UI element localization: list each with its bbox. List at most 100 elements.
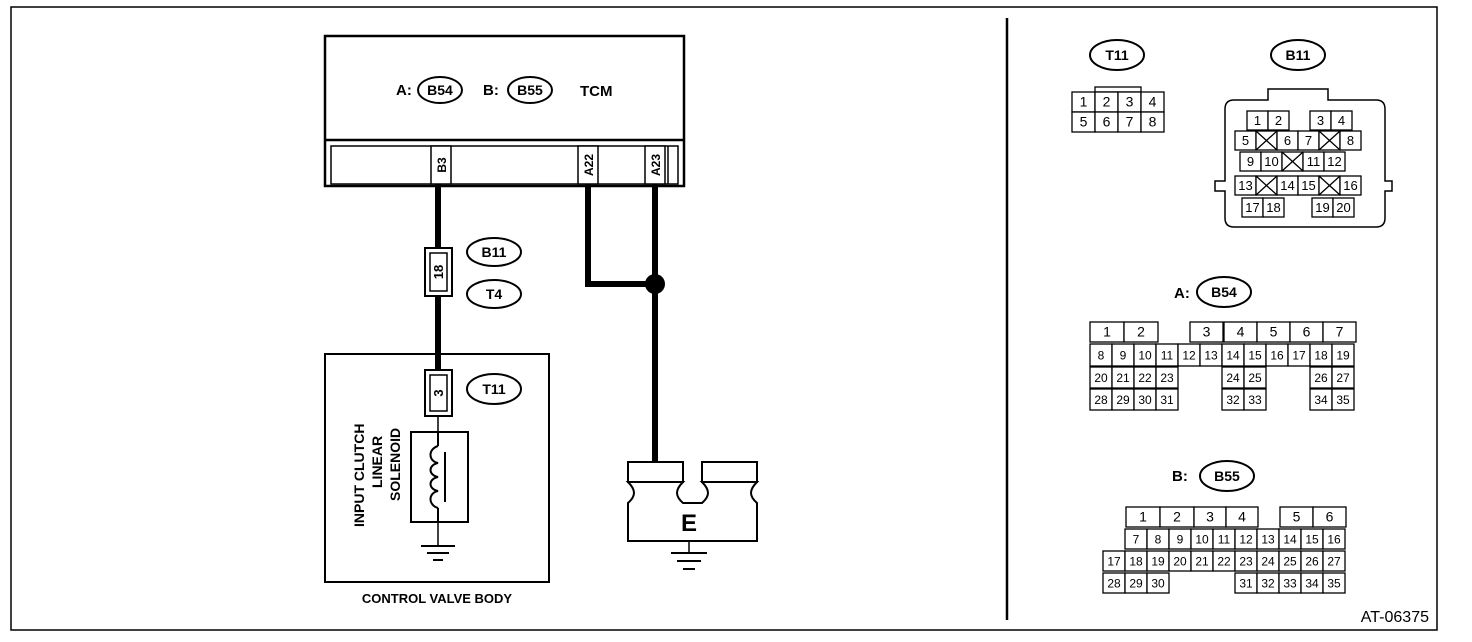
inline-connector-bottom: T4 [486, 286, 503, 302]
pin-number: 28 [1107, 577, 1121, 591]
pin-number: 1 [1080, 94, 1088, 110]
pin-label-a23: A23 [649, 154, 663, 176]
pin-number: 4 [1338, 113, 1345, 128]
pin-number: 26 [1314, 371, 1328, 385]
pin-cell [1189, 321, 1224, 343]
pin-cell [1332, 197, 1355, 218]
b11-title-oval [1270, 39, 1326, 71]
pin-number: 18 [1129, 555, 1143, 569]
pin-cell [1267, 110, 1290, 131]
pin-number: 21 [1195, 555, 1209, 569]
pin-number: 24 [1261, 555, 1275, 569]
pin-number: 28 [1094, 393, 1108, 407]
pin-number: 17 [1245, 200, 1259, 215]
solenoid-label-line-1: INPUT CLUTCH [351, 424, 367, 527]
valve-body-connector: T11 [482, 381, 506, 397]
pin-number: 6 [1103, 114, 1111, 130]
b54-prefix: A: [1174, 285, 1190, 302]
pin-number: 12 [1327, 154, 1341, 169]
pin-number: 23 [1239, 555, 1253, 569]
ground-terminal-label: E [681, 510, 697, 537]
pin-number: 30 [1151, 577, 1165, 591]
b55-prefix: B: [1172, 468, 1188, 485]
pin-number: 5 [1293, 509, 1301, 525]
solenoid-symbol [410, 431, 469, 523]
tcm-prefix-a: A: [396, 82, 412, 99]
pin-number: 33 [1283, 577, 1297, 591]
pin-number: 4 [1149, 94, 1157, 110]
pin-number: 30 [1138, 393, 1152, 407]
pin-number: 2 [1103, 94, 1111, 110]
pin-cell [1323, 151, 1346, 172]
pin-number: 24 [1226, 371, 1240, 385]
pin-cell [1331, 388, 1355, 411]
tcm-connector-a-oval [417, 76, 463, 104]
pin-label-b3: B3 [435, 157, 449, 173]
pin-number: 35 [1327, 577, 1341, 591]
pin-number: 13 [1261, 533, 1275, 547]
pin-number: 1 [1254, 113, 1261, 128]
pin-number: 6 [1326, 509, 1334, 525]
pin-number: 25 [1248, 371, 1262, 385]
pin-number: 1 [1103, 324, 1111, 340]
pin-number: 14 [1283, 533, 1297, 547]
pin-number: 15 [1301, 178, 1315, 193]
pin-number: 34 [1305, 577, 1319, 591]
pin-number: 2 [1173, 509, 1181, 525]
pin-number: 12 [1182, 349, 1196, 363]
pin-number: 6 [1284, 133, 1291, 148]
pin-cell [1339, 175, 1362, 196]
pin-number: 7 [1133, 533, 1140, 547]
pin-number: 6 [1303, 324, 1311, 340]
pin-number: 35 [1336, 393, 1350, 407]
pin-number: 10 [1138, 349, 1152, 363]
splice-junction [645, 274, 665, 294]
pin-number: 22 [1138, 371, 1152, 385]
pin-number: 14 [1226, 349, 1240, 363]
pin-cell [1330, 110, 1353, 131]
valve-body-connector-oval [466, 373, 522, 405]
inline-connector-pin: 18 [431, 265, 446, 279]
pin-number: 27 [1327, 555, 1341, 569]
pin-number: 17 [1292, 349, 1306, 363]
pin-number: 18 [1314, 349, 1328, 363]
inline-connector: 18 B11 T4 [424, 237, 522, 309]
pin-number: 13 [1204, 349, 1218, 363]
inline-connector-top: B11 [482, 244, 507, 260]
pin-cell [1312, 506, 1347, 528]
inline-connector-top-oval [466, 237, 522, 267]
pin-number: 10 [1195, 533, 1209, 547]
pin-number: 10 [1264, 154, 1278, 169]
blocked-pin-mark [1255, 175, 1278, 196]
pin-number: 3 [1203, 324, 1211, 340]
b55-title-oval [1199, 460, 1255, 492]
b11-title: B11 [1286, 47, 1311, 63]
pin-number: 32 [1226, 393, 1240, 407]
pin-cell [1331, 343, 1355, 367]
pin-number: 2 [1137, 324, 1145, 340]
pin-cell [1262, 197, 1285, 218]
pin-number: 20 [1173, 555, 1187, 569]
b54-title: B54 [1211, 284, 1237, 300]
ground-symbol [421, 545, 455, 561]
pin-number: 20 [1336, 200, 1350, 215]
b55-title: B55 [1214, 468, 1240, 484]
pin-number: 3 [1206, 509, 1214, 525]
tcm-name: TCM [580, 83, 613, 100]
valve-body-connector-pin: 3 [431, 389, 446, 396]
pin-number: 9 [1247, 154, 1254, 169]
figure-id: AT-06375 [1361, 609, 1429, 626]
pin-number: 2 [1275, 113, 1282, 128]
pin-number: 17 [1107, 555, 1121, 569]
tcm-connector-a: B54 [427, 82, 453, 98]
inline-connector-bottom-oval [466, 279, 522, 309]
blocked-pin-mark [1281, 151, 1304, 172]
pin-number: 7 [1126, 114, 1134, 130]
pin-number: 31 [1239, 577, 1253, 591]
pin-number: 29 [1116, 393, 1130, 407]
pin-number: 13 [1238, 178, 1252, 193]
